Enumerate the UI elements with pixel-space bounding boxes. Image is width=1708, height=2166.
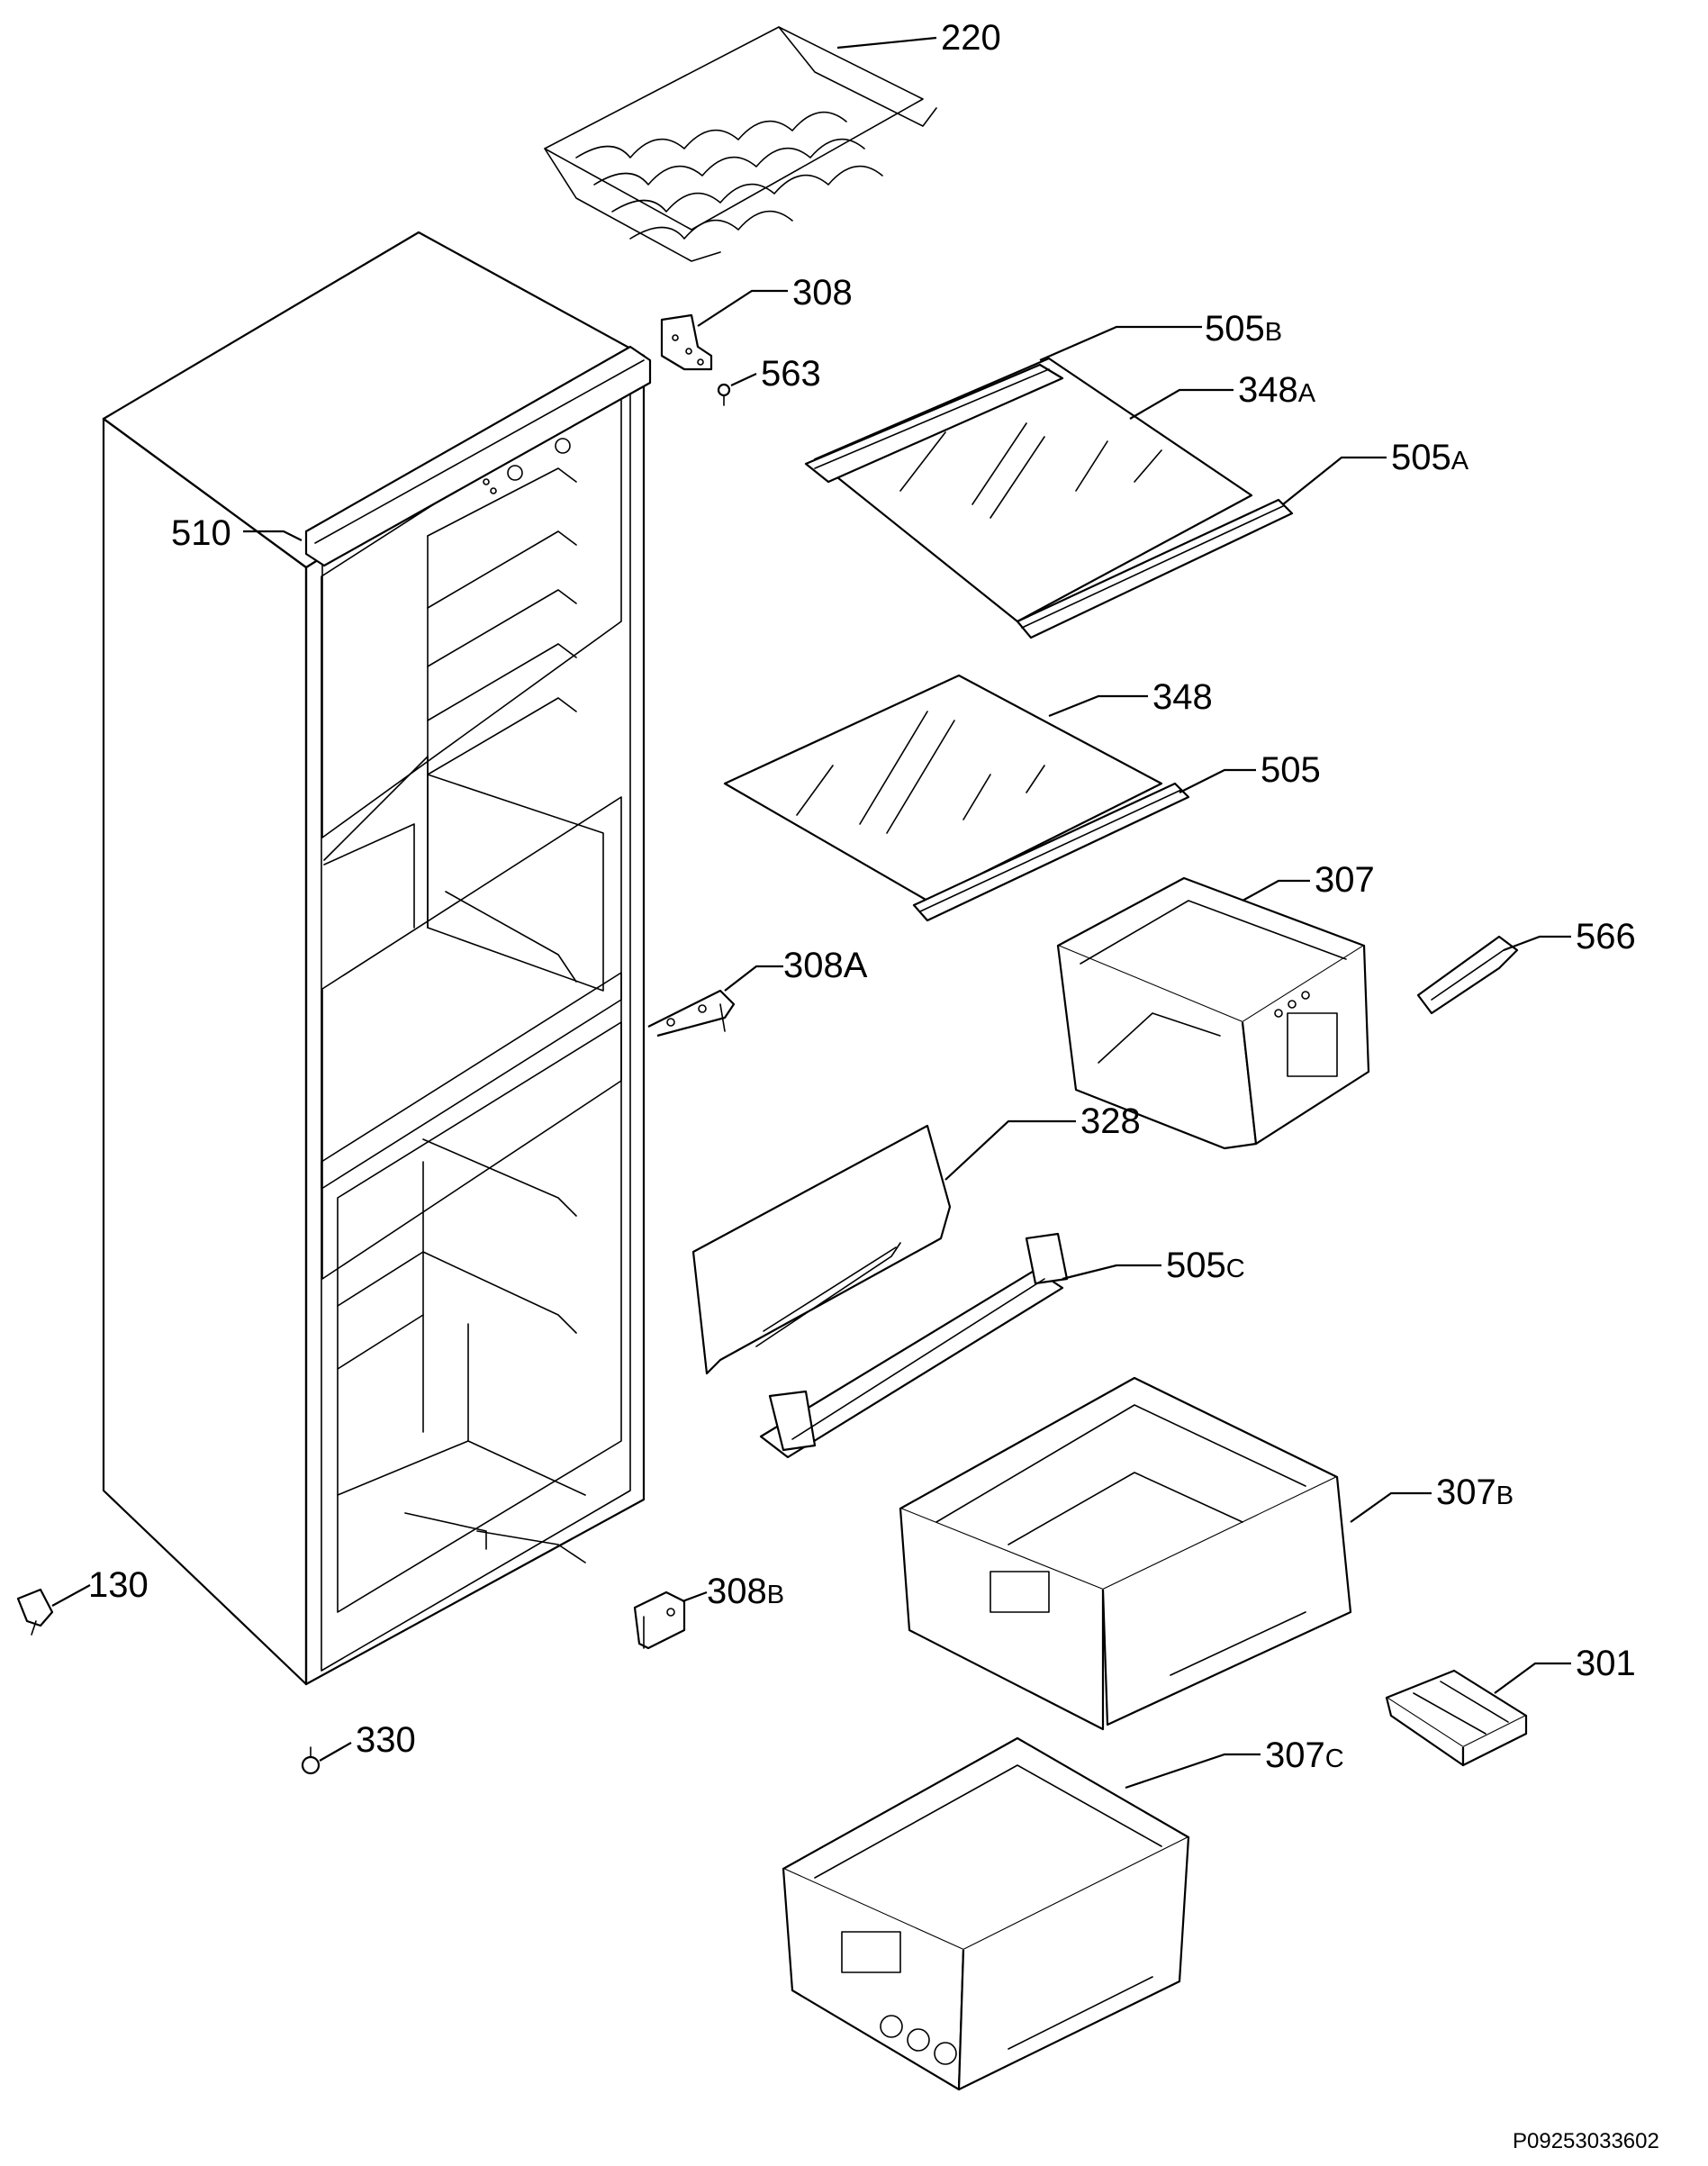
callout-348a: 348A <box>1238 370 1316 410</box>
callout-308b: 308B <box>707 1572 784 1611</box>
foot-130-part <box>16 1588 54 1636</box>
glass-shelf-348a-part <box>804 357 1294 639</box>
callout-308a: 308A <box>783 946 868 985</box>
fridge-cabinet <box>102 231 652 1686</box>
freezer-drawer-307c-part <box>782 1736 1190 2091</box>
glass-shelf-348-part <box>723 674 1190 922</box>
freezer-drawer-307b-part <box>899 1376 1352 1731</box>
crisper-307-part <box>1056 876 1370 1150</box>
clip-566-part <box>1416 935 1519 1015</box>
callout-505: 505 <box>1261 750 1321 790</box>
flap-328-part <box>691 1124 952 1375</box>
middle-hinge-part <box>647 989 736 1038</box>
callout-505c: 505C <box>1166 1246 1245 1285</box>
ice-tray-301-part <box>1385 1669 1528 1767</box>
callout-301: 301 <box>1576 1644 1636 1683</box>
rail-505c-part <box>759 1232 1069 1459</box>
leveling-foot-330-part <box>301 1746 321 1775</box>
pin-563-part <box>717 383 731 406</box>
callout-220: 220 <box>941 18 1001 58</box>
callout-307c: 307C <box>1265 1736 1344 1775</box>
callout-563: 563 <box>761 354 821 394</box>
bottom-hinge-part <box>633 1591 686 1650</box>
callout-308: 308 <box>792 273 853 313</box>
callout-510: 510 <box>171 513 231 553</box>
callout-348: 348 <box>1152 677 1213 717</box>
callout-505b: 505B <box>1205 309 1282 349</box>
callout-328: 328 <box>1080 1101 1141 1141</box>
callout-307: 307 <box>1315 860 1375 900</box>
callout-307b: 307B <box>1436 1473 1514 1512</box>
drawing-code: P09253033602 <box>1513 2129 1659 2153</box>
bottle-rack-part <box>544 26 937 262</box>
callout-505a: 505A <box>1391 438 1469 477</box>
callout-330: 330 <box>356 1720 416 1760</box>
callout-130: 130 <box>88 1565 149 1605</box>
callout-566: 566 <box>1576 917 1636 956</box>
top-hinge-part <box>660 313 713 371</box>
